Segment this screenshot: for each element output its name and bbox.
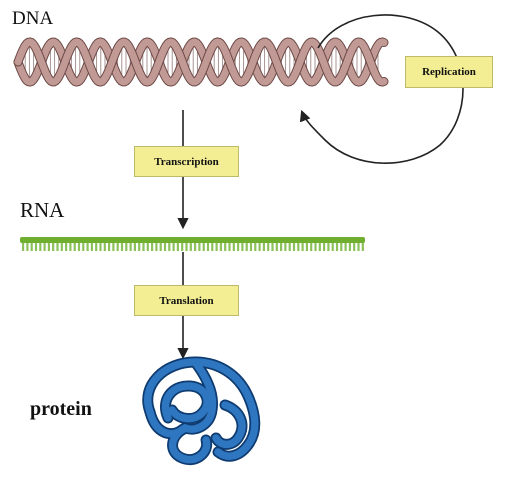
rna-strand-icon [20, 237, 365, 251]
protein-icon [142, 356, 261, 465]
replication-box: Replication [405, 56, 493, 88]
translation-box: Translation [134, 285, 239, 316]
protein-label: protein [30, 398, 92, 420]
dna-label: DNA [12, 8, 54, 29]
replication-cycle-arrow [299, 14, 464, 164]
rna-label: RNA [20, 198, 65, 222]
dna-helix-icon [13, 37, 389, 87]
transcription-box: Transcription [134, 146, 239, 177]
